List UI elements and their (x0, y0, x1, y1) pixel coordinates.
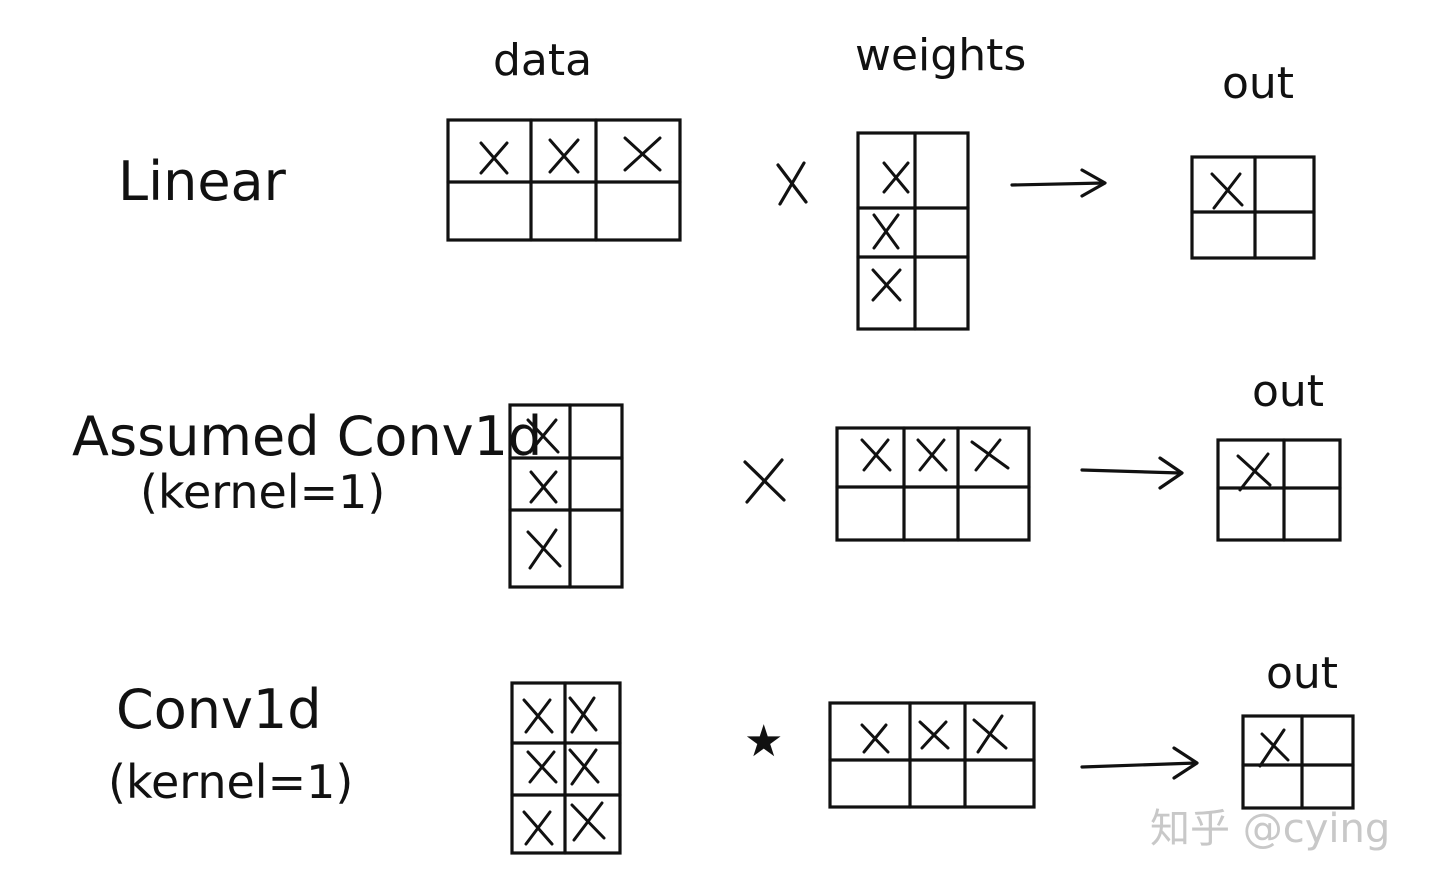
column-label-out: out (1222, 58, 1294, 109)
conv1d-weights-matrix (828, 701, 1036, 809)
linear-weights-cell-mark (871, 161, 910, 302)
assumed-conv1d-arrow (1080, 456, 1184, 490)
linear-data-cell-mark (479, 136, 662, 175)
conv1d-convolution-operator: ★ (744, 716, 783, 767)
column-label-data: data (493, 35, 592, 86)
conv1d-out-cell-mark (1258, 728, 1290, 768)
watermark: 知乎 @cying (1150, 806, 1390, 852)
linear-multiply-operator (776, 161, 808, 206)
assumed-conv1d-multiply-operator (743, 458, 786, 504)
row-title-linear: Linear (118, 150, 287, 213)
assumed-conv1d-out-cell-mark (1236, 452, 1272, 492)
assumed-conv1d-data-cell-mark (526, 418, 562, 570)
row-title-assumed-conv1d: Assumed Conv1d (72, 405, 542, 468)
linear-out-matrix (1190, 155, 1316, 260)
column-label-weights: weights (855, 30, 1026, 81)
linear-out-cell-mark (1210, 172, 1244, 210)
conv1d-weights-cell-mark (860, 714, 1008, 754)
linear-arrow (1010, 168, 1107, 198)
conv1d-arrow (1080, 746, 1199, 780)
assumed-conv1d-weights-matrix (835, 426, 1031, 542)
row-title-conv1d: Conv1d (116, 678, 322, 741)
row3-out-label: out (1266, 648, 1338, 699)
row-subtitle-conv1d: (kernel=1) (108, 755, 353, 809)
conv1d-out-matrix (1241, 714, 1355, 810)
linear-weights-matrix (856, 131, 970, 331)
assumed-conv1d-weights-cell-mark (860, 438, 1010, 472)
row-subtitle-assumed-conv1d: (kernel=1) (140, 465, 385, 519)
conv1d-data-cell-mark (522, 696, 606, 846)
conv1d-data-matrix (510, 681, 622, 855)
row2-out-label: out (1252, 366, 1324, 417)
assumed-conv1d-out-matrix (1216, 438, 1342, 542)
assumed-conv1d-data-matrix (508, 403, 624, 589)
linear-data-matrix (446, 118, 682, 242)
